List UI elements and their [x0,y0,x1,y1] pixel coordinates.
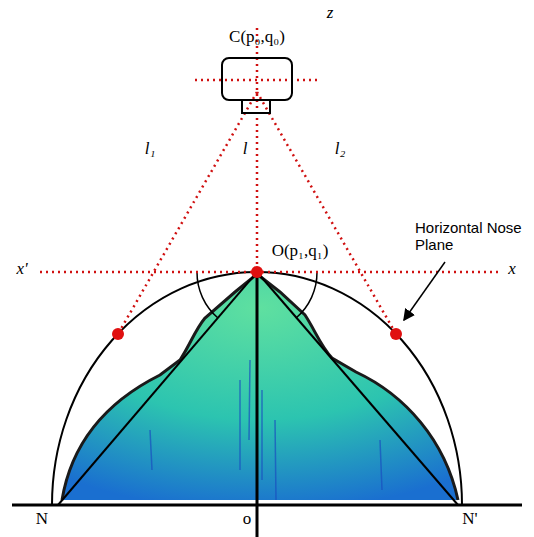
point-cloud [62,274,458,500]
camera-lens [242,100,270,113]
axis-label: x' [16,260,27,279]
line-label: l₁ [145,140,156,159]
axis-label: x [508,260,516,279]
origin-dot [251,266,263,278]
camera-body [222,58,292,100]
point-dot [112,328,124,340]
nose-plane-contour [62,274,458,500]
ray [257,92,396,334]
point-dot [390,328,402,340]
point-label: O(p₁,q₁) [272,242,329,261]
camera-axis [195,79,320,82]
x-axis [40,271,500,274]
line-label: l [243,140,248,159]
chord [257,272,458,505]
z-axis [256,28,259,272]
angle-arc [296,272,317,318]
line-label: l₂ [335,140,346,159]
point-label: C(p₀,q₀) [229,28,285,47]
chord [58,272,257,505]
angle-arc [197,272,218,318]
callout-label: Horizontal Nose Plane [415,220,525,253]
ray [118,92,257,334]
point-label: N' [462,510,477,529]
point-label: N [36,510,48,529]
center-line [256,272,259,537]
axis-label: z [327,4,334,23]
leader-arrow [404,262,445,320]
point-label: o [243,510,252,529]
baseline [12,504,522,507]
